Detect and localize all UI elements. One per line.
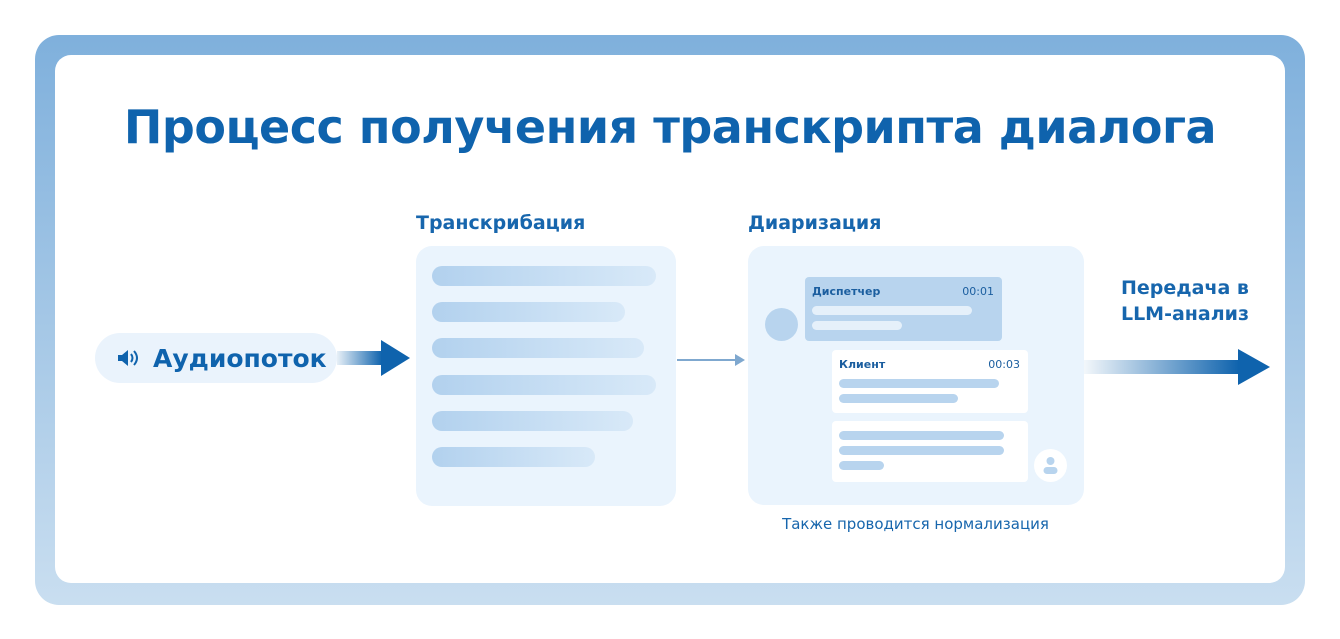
diarization-panel: Диспетчер 00:01 Клиент 00:03: [748, 246, 1084, 505]
arrow-to-transcription: [337, 340, 410, 376]
client-message-continued: [832, 421, 1028, 482]
speaker-name: Клиент: [839, 358, 886, 371]
diagram-title: Процесс получения транскрипта диалога: [123, 100, 1217, 154]
text-line: [432, 447, 595, 467]
speaker-icon: [118, 350, 138, 366]
client-message: Клиент 00:03: [832, 350, 1028, 413]
speaker-name: Диспетчер: [812, 285, 881, 298]
text-line: [432, 266, 656, 286]
transcription-label: Транскрибация: [416, 212, 586, 234]
client-avatar: [1034, 449, 1067, 482]
message-time: 00:03: [988, 358, 1020, 371]
dispatcher-message: Диспетчер 00:01: [805, 277, 1002, 341]
dispatcher-avatar: [765, 308, 798, 341]
transcription-panel: [416, 246, 676, 506]
output-line-1: Передача в: [1121, 277, 1249, 299]
text-line: [432, 411, 633, 431]
arrow-to-diarization: [677, 354, 745, 366]
text-line: [432, 375, 656, 395]
text-line: [432, 338, 644, 358]
text-line: [432, 302, 625, 322]
arrow-to-llm: [1084, 349, 1270, 385]
diarization-label: Диаризация: [748, 212, 882, 234]
text-line: [839, 461, 884, 470]
text-line: [839, 446, 1004, 455]
text-line: [839, 379, 999, 388]
text-line: [812, 306, 972, 315]
text-line: [839, 394, 958, 403]
text-line: [839, 431, 1004, 440]
audio-stream-node: Аудиопоток: [95, 333, 337, 383]
text-line: [812, 321, 902, 330]
llm-output-label: Передача в LLM-анализ: [1100, 275, 1270, 327]
message-time: 00:01: [962, 285, 994, 298]
audio-stream-label: Аудиопоток: [153, 343, 327, 373]
user-icon: [1043, 457, 1058, 474]
output-line-2: LLM-анализ: [1120, 303, 1250, 325]
normalization-caption: Также проводится нормализация: [782, 515, 1049, 533]
